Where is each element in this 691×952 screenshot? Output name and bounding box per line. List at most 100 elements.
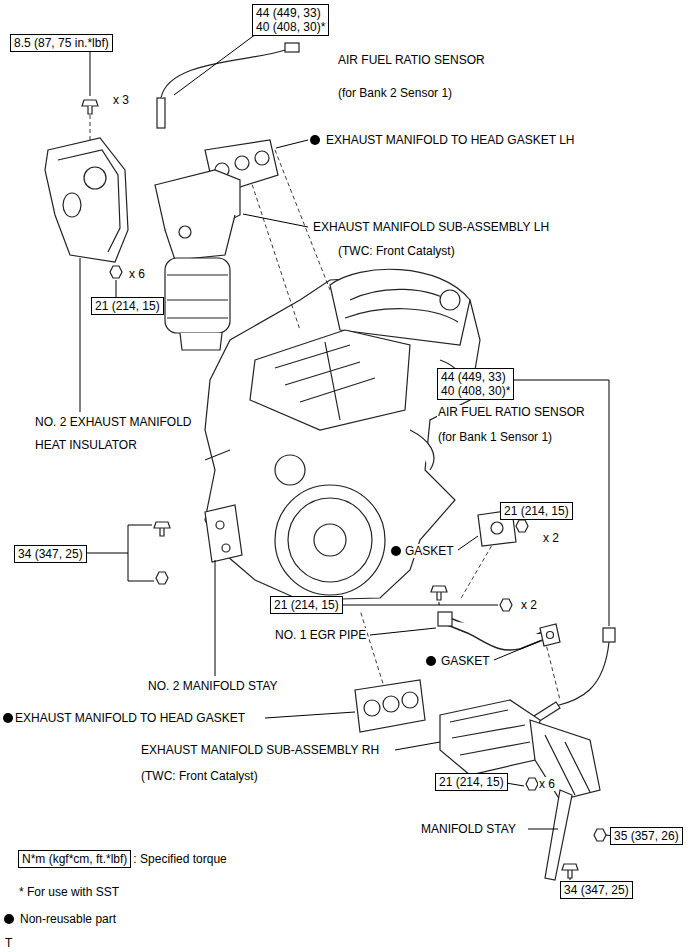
torque-value: 40 (408, 30)*	[256, 20, 325, 34]
leader-line	[458, 536, 478, 550]
leader-line	[265, 712, 355, 718]
label-text: EXHAUST MANIFOLD SUB-ASSEMBLY RH	[141, 743, 379, 757]
part-label: x 3	[112, 93, 130, 107]
label-text: GASKET	[405, 544, 454, 558]
gasket	[235, 156, 249, 170]
heat-insulator	[84, 167, 106, 189]
torque-value: 8.5 (87, 75 in.*lbf)	[14, 36, 109, 50]
torque-box: 34 (347, 25)	[14, 545, 87, 563]
torque-value: 21 (214, 15)	[274, 598, 339, 612]
alignment-line	[360, 610, 385, 690]
label-text: x 6	[129, 267, 145, 281]
label-text: AIR FUEL RATIO SENSOR	[338, 53, 485, 67]
part-label: AIR FUEL RATIO SENSOR	[337, 53, 486, 67]
engine-drawing	[275, 342, 375, 420]
part-label: T	[4, 936, 13, 950]
legend-torque-box: N*m (kgf*cm, ft.*lbf)	[18, 850, 131, 868]
label-text: MANIFOLD STAY	[421, 822, 516, 836]
manifold-stay	[154, 522, 170, 536]
engine-drawing	[350, 289, 455, 305]
label-text: : Specified torque	[133, 852, 226, 866]
non-reusable-dot	[391, 546, 401, 556]
leader-line	[276, 140, 308, 148]
label-text: AIR FUEL RATIO SENSOR	[438, 405, 585, 419]
nut-symbol	[110, 266, 122, 278]
label-text: T	[5, 936, 12, 950]
label-text: HEAT INSULATOR	[35, 438, 137, 452]
part-label: x 2	[542, 531, 560, 545]
exhaust-manifold	[167, 275, 228, 318]
gasket	[402, 692, 418, 708]
engine-drawing	[440, 290, 460, 310]
part-label: HEAT INSULATOR	[34, 438, 138, 452]
exhaust-manifold	[155, 170, 240, 350]
part-label: x 2	[520, 598, 538, 612]
part-label: * For use with SST	[18, 885, 120, 899]
leader-line	[370, 628, 436, 635]
label-text: NO. 2 MANIFOLD STAY	[148, 679, 278, 693]
torque-box: 35 (357, 26)	[610, 827, 683, 845]
torque-value: 34 (347, 25)	[18, 547, 83, 561]
torque-box: 8.5 (87, 75 in.*lbf)	[10, 34, 113, 52]
torque-box: 21 (214, 15)	[435, 773, 508, 791]
label-text: x 2	[543, 531, 559, 545]
part-label: GASKET	[440, 654, 491, 668]
legend-entry: Non-reusable part	[2, 912, 116, 926]
torque-value: 35 (357, 26)	[614, 829, 679, 843]
egr-pipe	[540, 624, 560, 646]
part-label: AIR FUEL RATIO SENSOR	[437, 405, 586, 419]
label-text: NO. 2 EXHAUST MANIFOLD	[35, 415, 191, 429]
part-label: : Specified torque	[132, 852, 227, 866]
air-fuel-sensor	[157, 43, 299, 128]
manifold-stay	[594, 829, 606, 841]
bolt-symbol	[82, 100, 98, 114]
leader-line	[243, 214, 308, 227]
part-label: (TWC: Front Catalyst)	[140, 769, 259, 783]
torque-value: 21 (214, 15)	[95, 299, 160, 313]
egr-pipe	[547, 632, 554, 639]
gasket	[255, 151, 269, 165]
non-reusable-dot	[4, 914, 14, 924]
label-text: (TWC: Front Catalyst)	[141, 769, 258, 783]
bolt-symbol	[82, 100, 98, 106]
gasket	[355, 680, 425, 732]
leader-line	[174, 34, 256, 95]
egr-pipe	[445, 620, 545, 646]
part-label: MANIFOLD STAY	[420, 822, 517, 836]
label-text: (TWC: Front Catalyst)	[338, 244, 455, 258]
leader-line	[215, 560, 216, 676]
legend-symbol	[2, 912, 16, 926]
part-label: EXHAUST MANIFOLD TO HEAD GASKET	[14, 711, 246, 725]
air-fuel-sensor	[603, 628, 615, 642]
leader-line	[90, 52, 91, 96]
exhaust-manifold	[530, 720, 600, 800]
part-label: NO. 2 EXHAUST MANIFOLD	[34, 415, 192, 429]
leader-line	[336, 602, 498, 605]
part-label: x 6	[128, 267, 146, 281]
exhaust-manifold	[165, 215, 235, 260]
torque-box: 21 (214, 15)	[270, 596, 343, 614]
air-fuel-sensor	[285, 43, 299, 52]
egr-pipe	[438, 612, 452, 626]
part-label: EXHAUST MANIFOLD SUB-ASSEMBLY RH	[140, 743, 380, 757]
exhaust-manifold	[440, 700, 600, 800]
part-label: (TWC: Front Catalyst)	[337, 244, 456, 258]
label-text: EXHAUST MANIFOLD SUB-ASSEMBLY LH	[313, 220, 549, 234]
torque-box: 44 (449, 33)40 (408, 30)*	[252, 4, 329, 36]
engine-drawing	[288, 498, 372, 582]
label-text: GASKET	[441, 654, 490, 668]
label-text: EXHAUST MANIFOLD TO HEAD GASKET	[15, 711, 245, 725]
engine-drawing	[205, 360, 470, 470]
nut-symbol	[110, 266, 122, 278]
torque-value: 21 (214, 15)	[504, 504, 569, 518]
non-reusable-dot	[310, 135, 320, 145]
engine-drawing	[314, 524, 346, 556]
part-label: (for Bank 1 Sensor 1)	[437, 430, 553, 444]
leader-line	[80, 258, 81, 412]
manifold-stay	[222, 544, 230, 552]
gasket	[355, 680, 425, 732]
manifold-stay	[545, 790, 606, 880]
leader-line	[528, 829, 558, 830]
torque-box: 44 (449, 33)40 (408, 30)*	[437, 368, 514, 400]
torque-value: 40 (408, 30)*	[441, 384, 510, 398]
